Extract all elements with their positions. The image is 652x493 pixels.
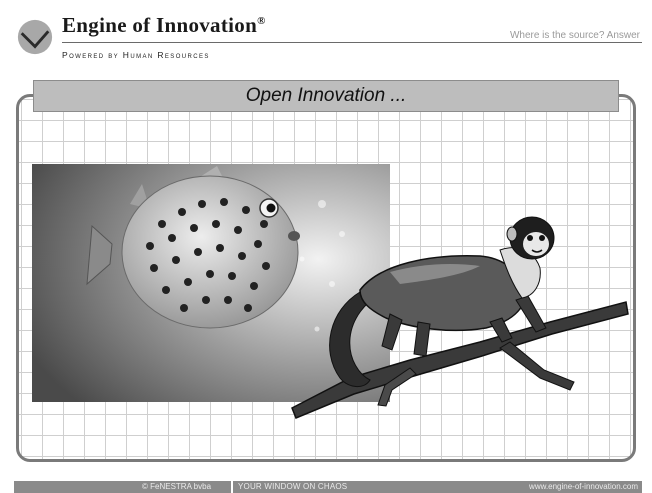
logo-icon — [17, 19, 53, 55]
header-tagline: Where is the source? Answer — [509, 30, 640, 41]
footer-copyright: © FeNESTRA bvba — [142, 482, 212, 491]
pufferfish-photo — [32, 164, 390, 402]
footer-divider — [231, 481, 233, 493]
footer-bar — [14, 481, 642, 493]
header-divider — [62, 42, 642, 43]
powered-by-text: Powered by Human Resources — [62, 50, 210, 60]
footer-motto: YOUR WINDOW ON CHAOS — [238, 482, 348, 491]
monkey-clipart — [291, 216, 629, 419]
brand-title: Engine of Innovation® — [62, 13, 266, 37]
footer-url: www.engine-of-innovation.com — [529, 482, 638, 491]
slide-title-bar: Open Innovation ... — [33, 80, 619, 112]
slide-title: Open Innovation ... — [245, 85, 407, 106]
